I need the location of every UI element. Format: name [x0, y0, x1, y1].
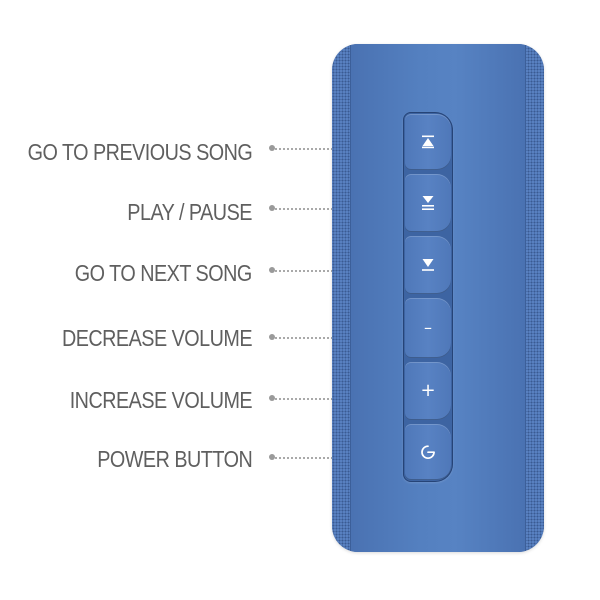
control-button-strip: – + [403, 112, 453, 482]
leader-dot-next [269, 267, 275, 273]
previous-song-button[interactable] [405, 114, 451, 170]
label-previous-song: GO TO PREVIOUS SONG [27, 139, 252, 165]
power-button[interactable] [405, 424, 451, 480]
plus-icon: + [420, 380, 436, 401]
label-decrease-volume: DECREASE VOLUME [61, 325, 253, 351]
increase-volume-button[interactable]: + [405, 362, 451, 420]
skip-next-icon [422, 259, 434, 271]
play-pause-icon [422, 196, 434, 210]
leader-dot-previous [269, 145, 275, 151]
play-pause-button[interactable] [405, 174, 451, 232]
leader-dot-volume-down [269, 334, 275, 340]
skip-previous-icon [422, 135, 434, 149]
power-icon [421, 445, 435, 460]
label-play-pause: PLAY / PAUSE [127, 199, 252, 225]
label-increase-volume: INCREASE VOLUME [69, 387, 253, 413]
label-next-song: GO TO NEXT SONG [75, 260, 252, 286]
leader-dot-power [269, 454, 275, 460]
next-song-button[interactable] [405, 236, 451, 294]
label-power-button: POWER BUTTON [97, 446, 253, 472]
minus-icon: – [424, 318, 432, 337]
leader-dot-volume-up [269, 395, 275, 401]
leader-dot-play-pause [269, 205, 275, 211]
decrease-volume-button[interactable]: – [405, 298, 451, 358]
